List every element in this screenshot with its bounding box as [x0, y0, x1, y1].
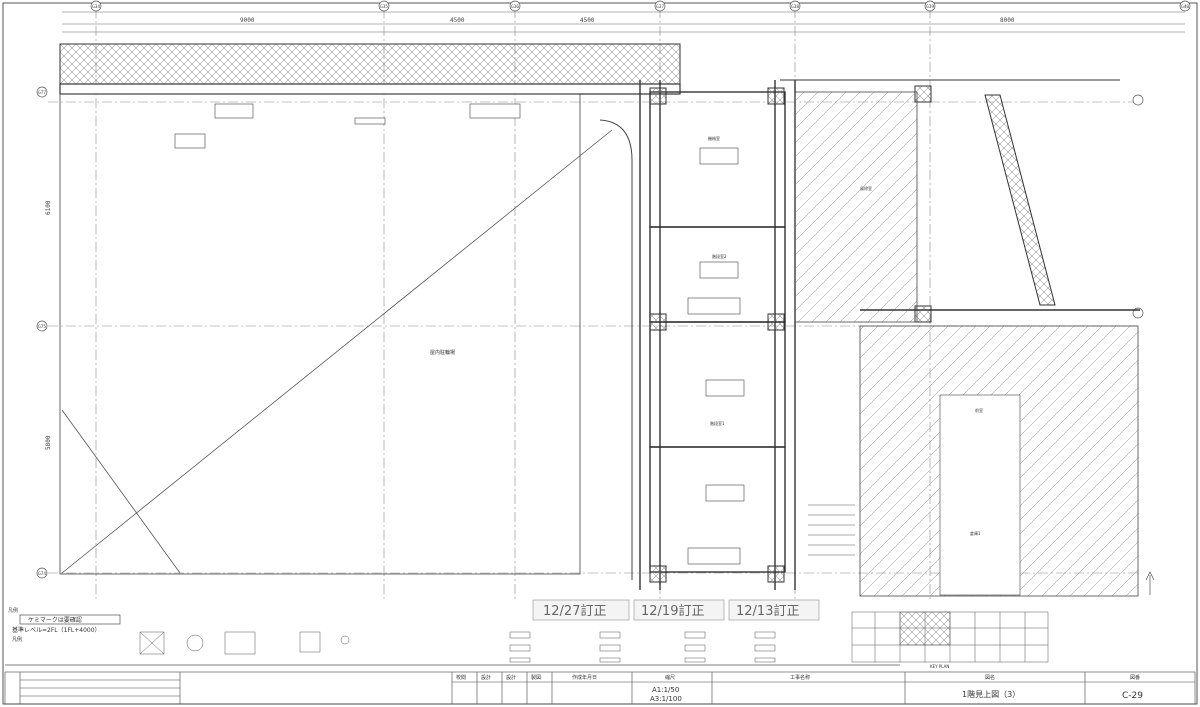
- corridor-beam: [59, 83, 681, 95]
- grid-row-1: G77: [38, 90, 46, 96]
- drawing-title: 1階見上図（3）: [962, 689, 1020, 699]
- tb-header-date: 作成年月日: [572, 674, 597, 681]
- room-label-machine: 機械室: [708, 135, 720, 141]
- stair-treads: [808, 504, 855, 556]
- room-label-vestibule: 風除室: [860, 185, 872, 191]
- legend-note-3: 凡例: [12, 636, 22, 643]
- tb-header-title: 図名: [985, 674, 995, 681]
- central-structure: [639, 80, 796, 590]
- legend-note-1: ケミマークは要確認: [28, 616, 82, 624]
- bike-parking-outline: [59, 93, 581, 575]
- tb-header-number: 図番: [1130, 674, 1140, 681]
- grid-col-1: G34: [92, 4, 100, 10]
- top-dim-4: 8000: [1000, 17, 1015, 24]
- hatched-corridor: [59, 43, 681, 85]
- room-label-front: 前室: [975, 407, 983, 413]
- top-dimension-lines: [62, 11, 1185, 33]
- stair-ramp: [984, 94, 1056, 306]
- grid-col-7: G40: [1181, 4, 1189, 10]
- top-dim-2: 4500: [450, 17, 465, 24]
- grid-bubbles-top: [90, 0, 1191, 12]
- north-arrow-icon: [1145, 571, 1155, 595]
- side-dim-2: 5800: [45, 435, 52, 450]
- top-dim-1: 9000: [240, 17, 255, 24]
- key-plan-label: KEY PLAN: [930, 664, 949, 669]
- legend-note-2: 基準レベル=2FL（1FL+4000）: [12, 626, 101, 634]
- curved-wall: [599, 119, 633, 580]
- revision-1213: 12/13訂正: [736, 603, 799, 619]
- tb-header-drafting: 製図: [531, 674, 541, 681]
- tb-header-design1: 設計: [481, 674, 491, 681]
- front-room-box: [939, 394, 1021, 596]
- grid-col-2: G35: [380, 4, 388, 10]
- grid-col-3: G36: [511, 4, 519, 10]
- top-dim-3: 4500: [580, 17, 595, 24]
- diagonal-line-2: [61, 409, 181, 574]
- room-label-stair1: 階段室1: [710, 420, 725, 426]
- side-dim-1: 6100: [45, 200, 52, 215]
- key-plan: [851, 611, 1049, 663]
- grid-col-5: G38: [791, 4, 799, 10]
- revision-1227: 12/27訂正: [543, 603, 606, 619]
- grid-col-4: G37: [656, 4, 664, 10]
- tb-header-project: 工事名称: [790, 674, 810, 681]
- legend-heading: 凡例: [8, 607, 18, 614]
- mid-hatched-area: [794, 91, 918, 323]
- revision-stamps: [532, 599, 820, 621]
- tb-header-check: 校閲: [456, 674, 466, 681]
- room-label-stair2: 階段室2: [712, 253, 727, 259]
- beam-label-box: [354, 117, 386, 125]
- drawing-number: C-29: [1122, 691, 1143, 701]
- grid-row-2: G75: [38, 324, 46, 330]
- revision-1219: 12/19訂正: [641, 603, 704, 619]
- beam-tags: [174, 103, 745, 565]
- room-label-bike: 屋内駐輪場: [430, 349, 455, 356]
- scale-a3: A3:1/100: [650, 695, 682, 703]
- room-label-storage: 倉庫1: [970, 530, 981, 536]
- grid-row-3: G74: [38, 571, 46, 577]
- title-block: [4, 671, 1196, 705]
- tb-header-scale: 縮尺: [665, 674, 675, 681]
- scale-a1: A1:1/50: [652, 686, 679, 694]
- tb-header-design2: 設計: [506, 674, 516, 681]
- diagonal-line-1: [61, 129, 613, 574]
- legend-area: [5, 614, 900, 666]
- grid-col-6: G39: [926, 4, 934, 10]
